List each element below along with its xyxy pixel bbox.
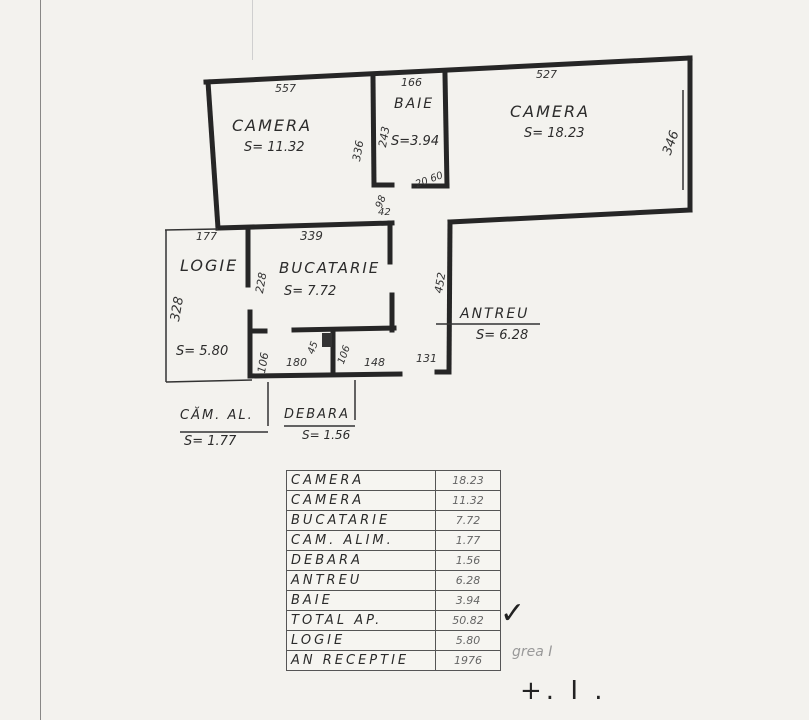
room-name-cell: TOTAL AP. (286, 610, 436, 631)
table-row: CAM. ALIM.1.77 (286, 530, 501, 551)
room-name-cell: AN RECEPTIE (286, 650, 436, 671)
room-label-logie: LOGIE (180, 256, 239, 275)
room-name-cell: DEBARA (286, 550, 436, 571)
room-name-cell: CAMERA (286, 490, 436, 511)
room-area-baie: S=3.94 (391, 134, 440, 149)
room-area-antreu: S= 6.28 (476, 328, 529, 343)
dimension-label: 148 (364, 356, 385, 369)
room-name-cell: LOGIE (286, 630, 436, 651)
room-area-debara: S= 1.56 (302, 428, 351, 442)
room-name-cell: BUCATARIE (286, 510, 436, 531)
handwritten-note: grea I (512, 644, 553, 660)
room-area-cell: 5.80 (435, 630, 501, 651)
room-area-cam-al: S= 1.77 (184, 434, 237, 449)
room-area-camera-right: S= 18.23 (524, 126, 585, 141)
room-area-cell: 1976 (435, 650, 501, 671)
dimension-label: 557 (275, 82, 296, 95)
dimension-label: 339 (300, 229, 323, 243)
dimension-label: 42 (378, 207, 391, 218)
room-label-antreu: ANTREU (460, 306, 530, 322)
room-area-cell: 1.77 (435, 530, 501, 551)
room-area-cell: 50.82 (435, 610, 501, 631)
dimension-label: 180 (286, 356, 307, 369)
room-area-cell: 1.56 (435, 550, 501, 571)
table-row: TOTAL AP.50.82 (286, 610, 501, 631)
room-name-cell: ANTREU (286, 570, 436, 591)
room-area-camera-left: S= 11.32 (244, 140, 305, 155)
room-label-baie: BAIE (394, 96, 435, 112)
room-label-debara: DEBARA (284, 407, 350, 422)
room-area-bucatarie: S= 7.72 (284, 284, 337, 299)
room-label-bucatarie: BUCATARIE (279, 259, 381, 277)
room-area-logie: S= 5.80 (176, 344, 229, 359)
room-area-cell: 3.94 (435, 590, 501, 611)
checkmark-icon: ✓ (500, 596, 526, 631)
room-label-camera-right: CAMERA (510, 102, 591, 121)
paper-fold-line (40, 0, 41, 720)
room-name-cell: CAM. ALIM. (286, 530, 436, 551)
room-label-cam-al: CĂM. AL. (180, 408, 254, 423)
dimension-label: 166 (401, 76, 422, 89)
room-name-cell: BAIE (286, 590, 436, 611)
room-area-cell: 11.32 (435, 490, 501, 511)
dimension-label: 177 (196, 230, 217, 243)
room-name-cell: CAMERA (286, 470, 436, 491)
room-label-camera-left: CAMERA (232, 116, 313, 135)
room-area-cell: 18.23 (435, 470, 501, 491)
handwritten-note: +. I . (520, 676, 607, 706)
room-area-cell: 6.28 (435, 570, 501, 591)
room-area-cell: 7.72 (435, 510, 501, 531)
dimension-label: 131 (416, 352, 437, 365)
paper-fold-line (252, 0, 253, 60)
dimension-label: 527 (536, 68, 557, 81)
